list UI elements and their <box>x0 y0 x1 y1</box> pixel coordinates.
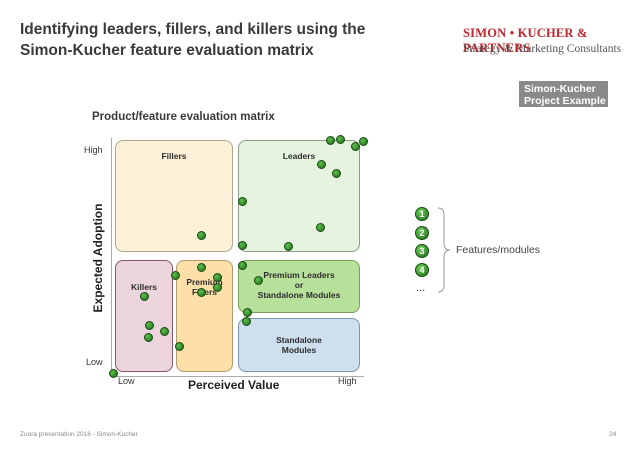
x-axis-high-label: High <box>338 376 357 386</box>
feature-marker <box>212 282 222 292</box>
quadrant-premium-leaders: Premium Leaders or Standalone Modules <box>238 260 360 313</box>
quadrant-killers: Killers <box>115 260 173 372</box>
slide-title-line-2: Simon-Kucher feature evaluation matrix <box>20 42 314 59</box>
feature-marker <box>143 332 153 342</box>
slide-title: Identifying leaders, fillers, and killer… <box>20 19 420 61</box>
badge-line-2: Project Example <box>524 95 606 107</box>
feature-marker <box>174 341 184 351</box>
quadrant-premium-leaders-label: Premium Leaders or Standalone Modules <box>239 270 359 300</box>
premium-leaders-line-3: Standalone Modules <box>257 290 341 300</box>
quadrant-fillers-label: Fillers <box>161 151 187 161</box>
quadrant-standalone-modules: Standalone Modules <box>238 318 360 372</box>
premium-leaders-line-2: or <box>294 280 304 290</box>
standalone-line-1: Standalone <box>276 335 322 345</box>
y-axis-low-label: Low <box>86 357 103 367</box>
quadrant-leaders: Leaders <box>238 140 360 252</box>
feature-marker <box>331 168 341 178</box>
legend-label: Features/modules <box>456 244 541 256</box>
project-example-badge: Simon-Kucher Project Example <box>519 81 608 107</box>
premium-fillers-line-1: Premium <box>186 277 223 287</box>
legend-marker-2: 2 <box>415 226 429 240</box>
feature-marker <box>159 326 169 336</box>
legend-ellipsis: ... <box>416 282 426 294</box>
brand-logo-name: SIMON • KUCHER & PARTNERS <box>463 26 588 55</box>
legend-marker-4: 4 <box>415 263 429 277</box>
feature-marker <box>144 320 154 330</box>
feature-marker <box>108 368 118 378</box>
feature-marker <box>196 230 206 240</box>
feature-marker <box>315 222 325 232</box>
feature-marker <box>139 291 149 301</box>
legend-marker-1: 1 <box>415 207 429 221</box>
badge-line-1: Simon-Kucher <box>524 83 596 95</box>
feature-marker <box>316 159 326 169</box>
footer-text: Zuora presentation 2016 - Simon-Kucher <box>20 431 138 438</box>
feature-marker <box>253 275 263 285</box>
legend-brace-icon <box>437 207 451 293</box>
page-number: 24 <box>609 431 617 438</box>
quadrant-killers-label: Killers <box>131 282 157 292</box>
feature-marker <box>350 141 360 151</box>
standalone-line-2: Modules <box>281 345 317 355</box>
feature-marker <box>283 241 293 251</box>
premium-leaders-line-1: Premium Leaders <box>263 270 335 280</box>
legend-marker-3: 3 <box>415 244 429 258</box>
y-axis-title: Expected Adoption <box>91 203 105 313</box>
matrix-title: Product/feature evaluation matrix <box>92 111 275 123</box>
quadrant-leaders-label: Leaders <box>282 151 316 161</box>
brand-logo-tagline: Strategy & Marketing Consultants <box>463 43 622 55</box>
feature-marker <box>237 240 247 250</box>
quadrant-standalone-label: Standalone Modules <box>239 335 359 355</box>
feature-marker <box>170 270 180 280</box>
feature-marker <box>325 135 335 145</box>
y-axis-high-label: High <box>84 145 103 155</box>
feature-marker <box>237 196 247 206</box>
feature-marker <box>358 136 368 146</box>
quadrant-fillers: Fillers <box>115 140 233 252</box>
x-axis-low-label: Low <box>118 376 135 386</box>
x-axis-title: Perceived Value <box>188 378 280 392</box>
feature-marker <box>196 262 206 272</box>
feature-marker <box>335 134 345 144</box>
feature-marker <box>242 307 252 317</box>
slide-title-line-1: Identifying leaders, fillers, and killer… <box>20 21 366 38</box>
feature-marker <box>212 272 222 282</box>
feature-marker <box>237 260 247 270</box>
matrix-axes-frame <box>111 138 364 377</box>
feature-marker <box>241 316 251 326</box>
quadrant-premium-fillers: Premium Fillers <box>176 260 233 372</box>
feature-marker <box>196 287 206 297</box>
